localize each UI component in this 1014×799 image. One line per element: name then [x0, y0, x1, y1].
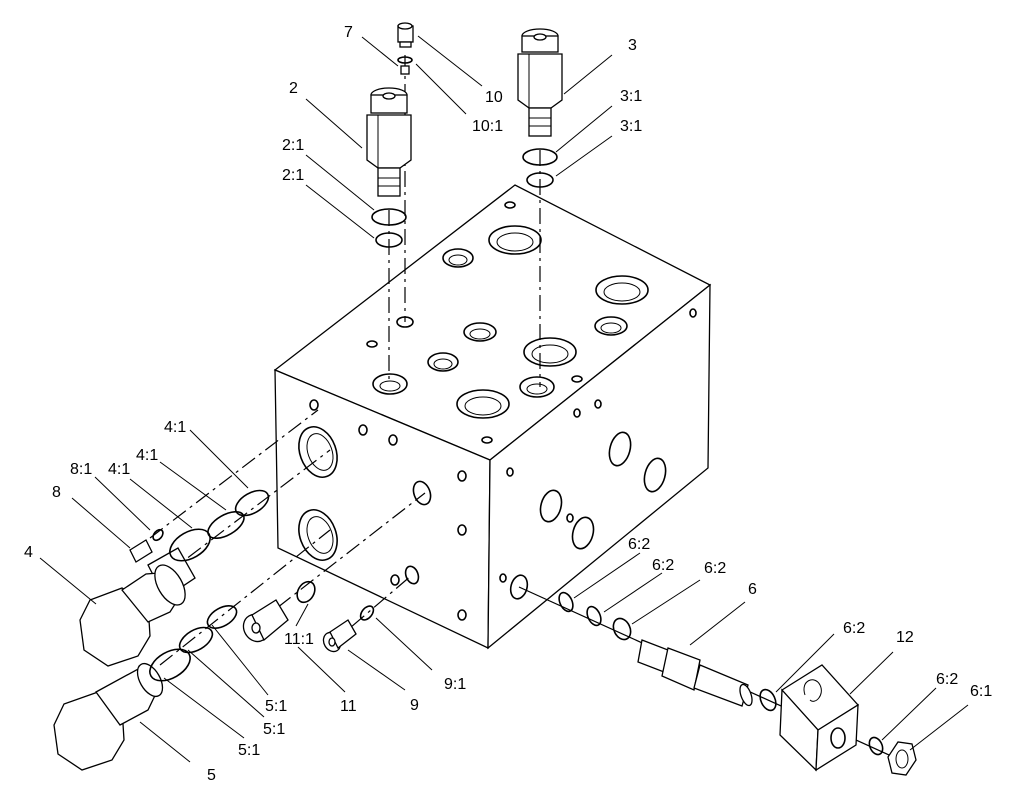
o-ring-2-1-lower	[375, 232, 403, 248]
label-6: 6	[748, 581, 757, 598]
front-ports	[298, 399, 467, 621]
label-8-1: 8:1	[70, 461, 92, 478]
label-6-1: 6:1	[970, 683, 992, 700]
cartridge-valve-3	[517, 28, 563, 137]
label-4-1a: 4:1	[164, 419, 186, 436]
label-4: 4	[24, 544, 33, 561]
seal-6-2-d	[759, 688, 777, 712]
label-9-1: 9:1	[444, 676, 466, 693]
cartridge-valve-2	[366, 87, 412, 197]
label-6-2e: 6:2	[936, 671, 958, 688]
label-11: 11	[340, 698, 357, 715]
seal-9-1	[359, 605, 375, 621]
label-2: 2	[289, 80, 298, 97]
seal-10	[397, 56, 413, 64]
label-10-1: 10:1	[472, 118, 503, 135]
label-2-1a: 2:1	[282, 137, 304, 154]
label-8: 8	[52, 484, 61, 501]
o-ring-4-1-c	[234, 489, 270, 517]
seal-6-2-c	[612, 617, 632, 641]
seal-11-1	[296, 580, 316, 604]
label-7: 7	[344, 24, 353, 41]
label-3: 3	[628, 37, 637, 54]
manifold-block	[273, 184, 712, 650]
label-3-1a: 3:1	[620, 88, 642, 105]
plug-11	[242, 599, 289, 643]
solenoid-cartridge-6	[637, 639, 753, 707]
label-6-2c: 6:2	[704, 560, 726, 577]
leader-lines	[39, 35, 969, 763]
seal-6-2-a	[558, 591, 574, 613]
o-ring-3-1-lower	[526, 172, 554, 188]
label-10: 10	[485, 89, 503, 106]
label-6-2a: 6:2	[628, 536, 650, 553]
label-6-2b: 6:2	[652, 557, 674, 574]
o-ring-2-1-upper	[371, 208, 407, 226]
label-11-1: 11:1	[284, 631, 314, 648]
nut-6-1	[887, 741, 917, 776]
label-4-1c: 4:1	[108, 461, 130, 478]
coil-12	[779, 664, 860, 772]
plug-9	[322, 619, 357, 653]
o-ring-3-1-upper	[522, 148, 558, 166]
right-ports	[499, 408, 667, 600]
label-5-1b: 5:1	[263, 721, 285, 738]
seal-8-1	[152, 528, 164, 542]
plug-8	[129, 539, 153, 563]
seal-10-1	[400, 65, 410, 75]
label-3-1b: 3:1	[620, 118, 642, 135]
label-9: 9	[410, 697, 419, 714]
o-ring-5-1-b	[178, 626, 214, 654]
label-5: 5	[207, 767, 216, 784]
plug-7	[397, 22, 414, 48]
part-labels: 7 10 10:1 3 3:1 3:1 2 2:1 2:1 4:1 4:1 4:…	[24, 24, 992, 784]
top-ports	[366, 201, 697, 444]
label-2-1b: 2:1	[282, 167, 304, 184]
label-5-1a: 5:1	[265, 698, 287, 715]
valve-5	[53, 662, 164, 771]
o-ring-5-1-a	[149, 648, 191, 682]
block-right-face	[487, 283, 711, 650]
label-12: 12	[896, 629, 914, 646]
label-4-1b: 4:1	[136, 447, 158, 464]
label-6-2d: 6:2	[843, 620, 865, 637]
o-ring-5-1-c	[206, 605, 238, 629]
valve-4	[79, 547, 196, 667]
seal-6-2-b	[586, 605, 602, 627]
label-5-1c: 5:1	[238, 742, 260, 759]
seal-6-2-e	[868, 736, 884, 756]
